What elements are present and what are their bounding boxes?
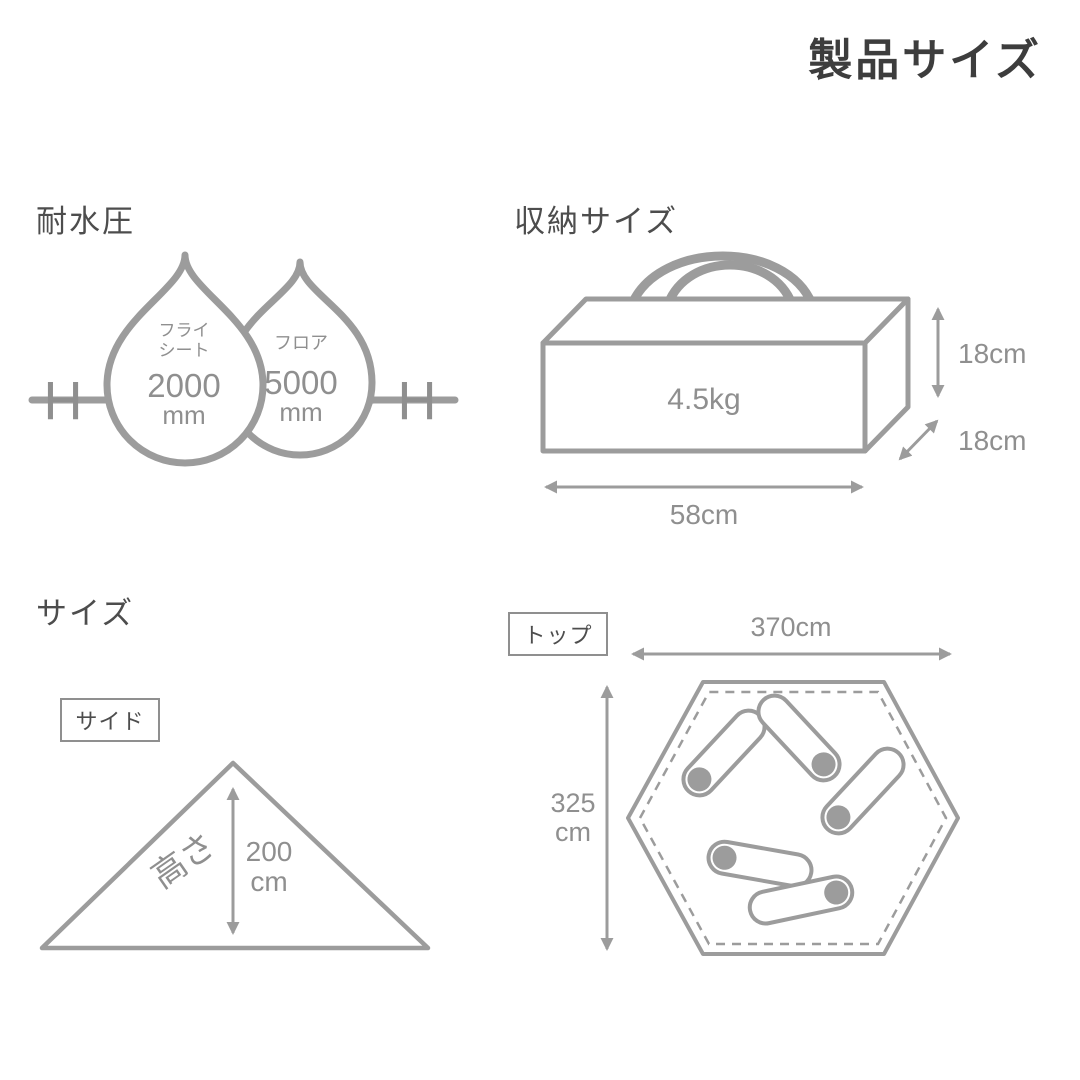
h-mark-left: H: [44, 371, 83, 431]
packed-size-heading: 収納サイズ: [514, 204, 679, 239]
sleeping-bag-5: [747, 874, 855, 926]
bag-top-face: [540, 296, 911, 346]
side-view-tag-label: サイド: [75, 709, 145, 734]
dim-height-label: 18cm: [958, 338, 1026, 369]
drop-floor-unit: mm: [279, 397, 322, 427]
floor-depth-value: 325: [550, 788, 595, 818]
bag-handle-inner: [663, 260, 797, 309]
dim-arrow-depth: [898, 419, 939, 461]
tent-height-value: 200: [246, 836, 293, 867]
bag-handle-outer: [627, 251, 817, 309]
water-resistance-illustration: H H フライ シート 2000 mm フロア 5000 mm: [28, 251, 459, 467]
sleeping-bag-3: [820, 746, 906, 836]
carry-bag-illustration: 4.5kg 18cm 18cm 58cm: [540, 251, 1026, 530]
drop-floor-label: フロア: [274, 333, 328, 353]
top-view-tag-label: トップ: [523, 623, 593, 648]
h-mark-right: H: [398, 371, 437, 431]
bag-front-face: [540, 340, 868, 454]
sleeping-bag-4: [706, 839, 814, 889]
bag-weight: 4.5kg: [667, 383, 740, 416]
side-view-illustration: 高さ 200 cm: [39, 760, 431, 951]
side-view-tag: サイド: [60, 698, 160, 742]
drop-flysheet-label-line1: フライ: [159, 321, 210, 340]
tent-inner-dashed-outline: [638, 690, 948, 946]
top-view-tag: トップ: [508, 612, 608, 656]
floor-depth-unit: cm: [555, 817, 591, 847]
page-title: 製品サイズ: [808, 36, 1042, 85]
tent-side-triangle: [39, 760, 431, 951]
water-drop-flysheet: [103, 251, 267, 467]
floor-width-label: 370cm: [750, 612, 831, 642]
drop-flysheet-unit: mm: [162, 400, 205, 430]
water-resistance-heading: 耐水圧: [36, 204, 135, 239]
tent-height-unit: cm: [250, 866, 287, 897]
size-heading: サイズ: [36, 596, 135, 631]
dim-depth-label: 18cm: [958, 425, 1026, 456]
drop-flysheet-label-line2: シート: [159, 341, 210, 360]
drop-floor-value: 5000: [264, 364, 337, 401]
top-view-illustration: 370cm 325 cm: [550, 612, 960, 956]
sleeping-bag-2: [756, 693, 842, 783]
drop-flysheet-value: 2000: [147, 367, 220, 404]
dim-length-label: 58cm: [670, 499, 738, 530]
